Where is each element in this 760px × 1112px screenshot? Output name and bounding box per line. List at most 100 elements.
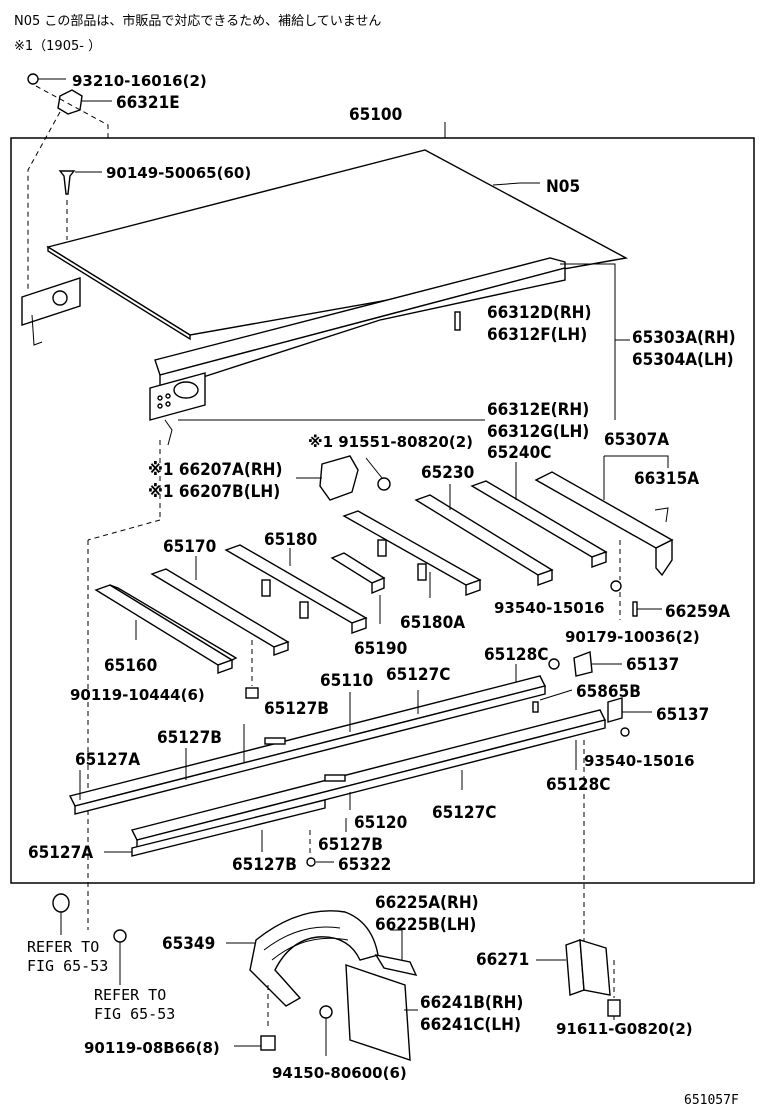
label-65322: 65322 [338, 855, 391, 875]
label-66241c: 66241C(LH) [420, 1015, 521, 1035]
crossmember-65230 [414, 494, 554, 586]
leaders [79, 122, 577, 853]
label-65127b-a: 65127B [264, 699, 329, 719]
nut-94150 [319, 1005, 333, 1019]
bolt-93540b [620, 727, 630, 737]
stud-65322 [306, 857, 316, 867]
bolt-90119a [245, 687, 259, 699]
label-65180: 65180 [264, 530, 317, 550]
bracket-65137b [607, 697, 623, 723]
label-65127c-b: 65127C [432, 803, 496, 823]
label-65190: 65190 [354, 639, 407, 659]
sill-65110 [68, 675, 547, 815]
label-65120: 65120 [354, 813, 407, 833]
lead-66225a [390, 929, 403, 960]
crossmember-65160 [94, 584, 238, 674]
label-65127b-b: 65127B [157, 728, 222, 748]
label-n05: N05 [546, 177, 580, 197]
note-asterisk-1: ※1（1905- ） [14, 39, 102, 54]
grommet [52, 893, 70, 913]
label-66312d: 66312D(RH) [487, 303, 591, 323]
lead-65865b [539, 689, 573, 701]
mudguard-65349 [226, 910, 379, 1007]
label-93210: 93210-16016(2) [72, 72, 207, 90]
label-65127c-a: 65127C [386, 665, 450, 685]
label-66241b: 66241B(RH) [420, 993, 523, 1013]
label-66271: 66271 [476, 950, 529, 970]
hinge-left [21, 277, 81, 346]
label-90119a: 90119-10444(6) [70, 686, 205, 704]
rear-member-65307a [534, 471, 674, 577]
bracket-65303a [560, 263, 616, 420]
label-66312f: 66312F(LH) [487, 325, 587, 345]
sill-65120 [130, 709, 607, 857]
label-65127a-a: 65127A [75, 750, 140, 770]
dash-center-left2 [87, 519, 161, 541]
label-91551: ※1 91551-80820(2) [308, 433, 473, 451]
bracket-65137a [573, 651, 593, 677]
label-refer-1b: FIG 65-53 [27, 957, 108, 975]
label-66259a: 66259A [665, 602, 730, 622]
label-65349: 65349 [162, 934, 215, 954]
label-66225a: 66225A(RH) [375, 893, 479, 913]
bolt-refer [113, 929, 127, 943]
label-66207b: ※1 66207B(LH) [148, 482, 280, 502]
label-65307a: 65307A [604, 430, 669, 450]
label-65180a: 65180A [400, 613, 465, 633]
bolt-90119b [260, 1035, 276, 1051]
label-65137-b: 65137 [656, 705, 709, 725]
figure-code: 651057F [684, 1093, 739, 1108]
hanger-66271-side [579, 939, 611, 996]
bracket-66225a [374, 953, 418, 976]
label-65110: 65110 [320, 671, 373, 691]
label-65170: 65170 [163, 537, 216, 557]
bolt-90179 [548, 658, 560, 670]
label-65100: 65100 [349, 105, 402, 125]
dash-hinge [27, 111, 61, 290]
block-66321e [57, 89, 112, 115]
crossmember-65180a [342, 510, 482, 596]
label-refer-1a: REFER TO [27, 938, 99, 956]
label-66312g: 66312G(LH) [487, 422, 589, 442]
label-refer-2b: FIG 65-53 [94, 1005, 175, 1023]
flap-66241b [345, 964, 411, 1061]
spacer-65190 [330, 552, 386, 595]
dash-66321e [35, 85, 109, 140]
bolt-93210 [27, 73, 66, 85]
label-66207a: ※1 66207A(RH) [148, 460, 282, 480]
label-66315a: 66315A [634, 469, 699, 489]
label-65304a: 65304A(LH) [632, 350, 734, 370]
bracket-65307a [604, 455, 669, 468]
label-66321e: 66321E [116, 93, 180, 113]
pin-66312d [454, 311, 461, 331]
side-rail-65303a [149, 257, 566, 446]
label-65127b-c: 65127B [318, 835, 383, 855]
label-refer-2a: REFER TO [94, 986, 166, 1004]
crossmember-65240c [470, 480, 608, 568]
label-65128c-b: 65128C [546, 775, 610, 795]
label-94150: 94150-80600(6) [272, 1064, 407, 1082]
pin-65865b [532, 701, 539, 713]
label-65865b: 65865B [576, 682, 641, 702]
label-65127a-b: 65127A [28, 843, 93, 863]
label-66312e: 66312E(RH) [487, 400, 589, 420]
assembly-frame [10, 137, 755, 884]
label-90179: 90179-10036(2) [565, 628, 700, 646]
crossmember-65170 [150, 568, 290, 656]
label-65137-a: 65137 [626, 655, 679, 675]
screw-90149 [58, 170, 102, 195]
nut-93540 [610, 580, 622, 592]
label-65230: 65230 [421, 463, 474, 483]
bolt-91551 [365, 457, 391, 491]
pin-66259a [632, 601, 638, 617]
label-65127b-d: 65127B [232, 855, 297, 875]
label-65128c-a: 65128C [484, 645, 548, 665]
label-93540b: 93540-15016 [584, 752, 695, 770]
label-66225b: 66225B(LH) [375, 915, 476, 935]
label-65303a: 65303A(RH) [632, 328, 736, 348]
label-91611: 91611-G0820(2) [556, 1020, 693, 1038]
label-65160: 65160 [104, 656, 157, 676]
note-n05: N05 この部品は、市販品で対応できるため、補給していません [14, 14, 382, 29]
label-90149: 90149-50065(60) [106, 164, 251, 182]
